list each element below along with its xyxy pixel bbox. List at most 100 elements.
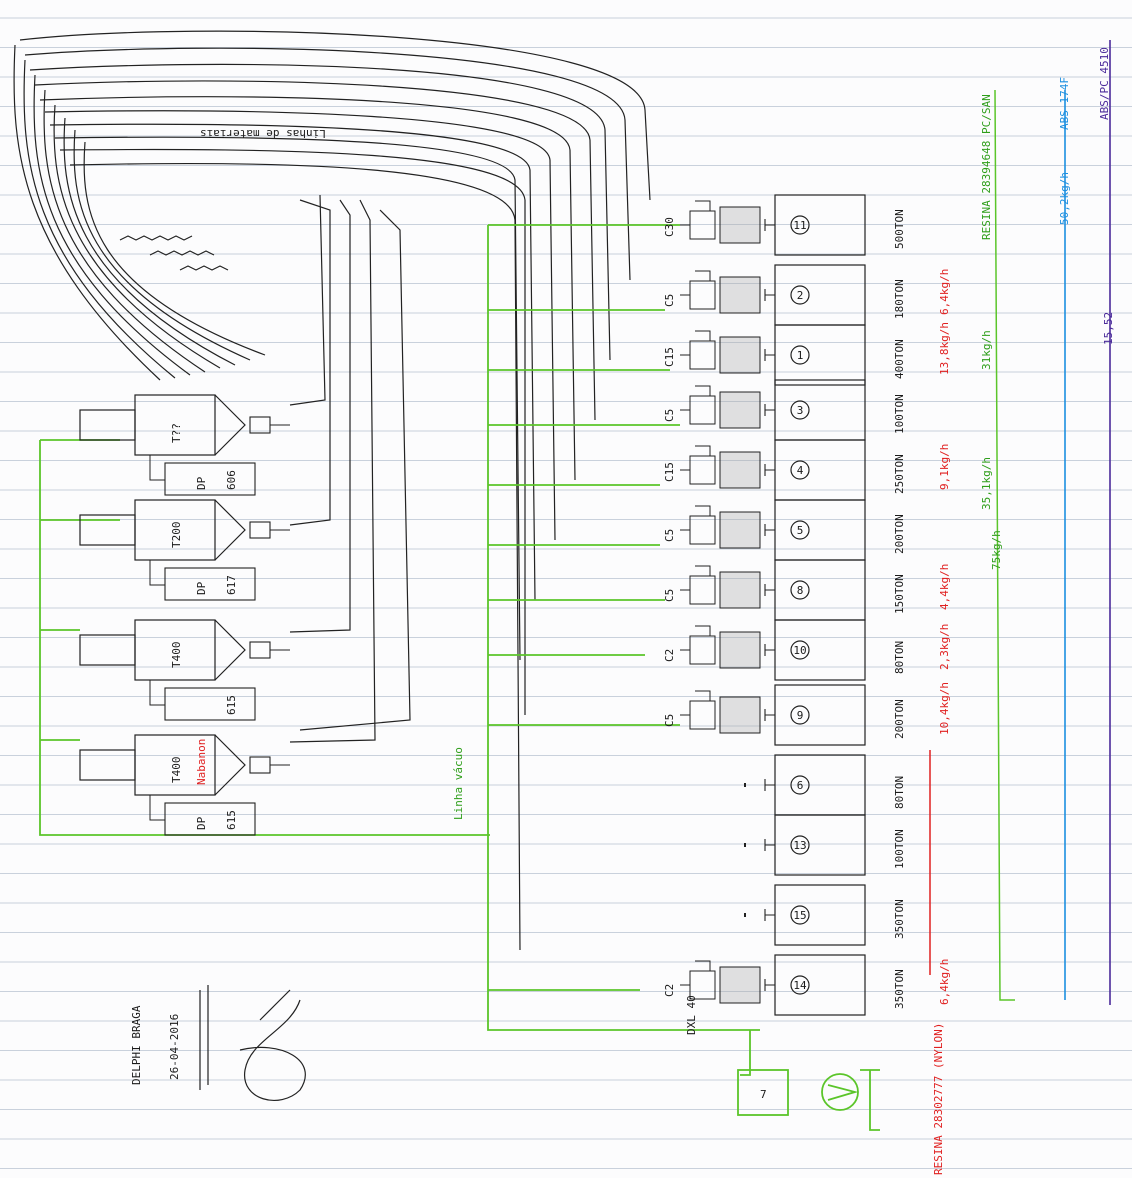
machine-rate: 9,1kg/h xyxy=(938,444,951,490)
tank-tag: T?? xyxy=(170,423,183,443)
machine-number: 9 xyxy=(797,709,804,722)
machine-tonnage: 250TON xyxy=(893,454,906,494)
feeder-label: C5 xyxy=(663,589,676,602)
machine: 9200TONC510,4kg/h xyxy=(663,682,951,745)
machine-box xyxy=(775,325,865,385)
tank-tag: T200 xyxy=(170,522,183,549)
total-green-c: 31kg/h xyxy=(980,330,993,370)
tank-cone xyxy=(215,500,245,560)
hopper-hatched xyxy=(720,632,760,668)
machine-tonnage: 500TON xyxy=(893,209,906,249)
feeder-loader xyxy=(680,331,715,369)
resin-green: RESINA 28394648 PC/SAN xyxy=(980,94,993,240)
machine-number: 5 xyxy=(797,524,804,537)
machine-box xyxy=(775,815,865,875)
machine-number: 2 xyxy=(797,289,804,302)
notebook-rules xyxy=(0,18,1132,1169)
hopper-hatched xyxy=(720,392,760,428)
machine-tonnage: 350TON xyxy=(893,899,906,939)
machine-number: 4 xyxy=(797,464,804,477)
machine-number: 1 xyxy=(797,349,804,362)
tank-cone xyxy=(215,620,245,680)
machine-tonnage: 100TON xyxy=(893,829,906,869)
machine-box xyxy=(775,685,865,745)
machine-box xyxy=(775,560,865,620)
tank-valve xyxy=(250,642,270,658)
hopper-hatched xyxy=(720,697,760,733)
machine-tonnage: 200TON xyxy=(893,514,906,554)
dryer-tank: T??DP606 xyxy=(80,395,290,495)
dryer-tank: T400615 xyxy=(80,620,290,720)
machines-group: 14350TONC26,4kg/h15350TON13100TON680TON9… xyxy=(663,195,951,1015)
feeder-label: C2 xyxy=(663,649,676,662)
dryer-unit xyxy=(165,688,255,720)
machine-box xyxy=(775,440,865,500)
machine-box xyxy=(775,500,865,560)
machine-rate: 2,3kg/h xyxy=(938,624,951,670)
feeder-loader xyxy=(680,271,715,309)
hopper-hatched xyxy=(720,967,760,1003)
dryer-unit xyxy=(165,568,255,600)
tank-valve xyxy=(250,522,270,538)
signature-mark xyxy=(200,985,305,1100)
totals-lines xyxy=(930,40,1110,1005)
dryer-label: 606 xyxy=(225,470,238,490)
machine-box xyxy=(775,265,865,325)
machine-nozzle xyxy=(765,464,775,476)
hopper-hatched xyxy=(720,572,760,608)
machine-rate: 6,4kg/h xyxy=(938,269,951,315)
machine-tonnage: 100TON xyxy=(893,394,906,434)
tank-top xyxy=(80,750,135,780)
feeder-loader xyxy=(680,626,715,664)
machine-nozzle xyxy=(765,219,775,231)
dryer-label: 615 xyxy=(225,695,238,715)
resin-red: RESINA 28302777 (NYLON) xyxy=(932,1023,945,1175)
machine-nozzle xyxy=(765,779,775,791)
machine-nozzle xyxy=(765,709,775,721)
feeder-loader xyxy=(680,201,715,239)
feeder-label: C15 xyxy=(663,347,676,367)
ms-label: DXL 40 xyxy=(685,995,698,1035)
feeder-label: C15 xyxy=(663,462,676,482)
text-layer: Linhas de materiais Linha vácuo DELPHI B… xyxy=(130,47,1115,1175)
machine: 10 80TON C2 2,3kg/h xyxy=(663,620,951,680)
machine: 13100TON xyxy=(745,815,906,875)
machine-nozzle xyxy=(765,404,775,416)
machine-rate: 6,4kg/h xyxy=(938,959,951,1005)
dryer-label: 617 xyxy=(225,575,238,595)
lines-label: Linhas de materiais xyxy=(200,127,326,140)
blue-material: ABS 174F xyxy=(1058,77,1071,130)
machine-tonnage: 80TON xyxy=(893,776,906,809)
tank-dp: DP xyxy=(195,581,208,595)
hopper-hatched xyxy=(720,277,760,313)
machine-tonnage: 80TON xyxy=(893,641,906,674)
feeder-loader xyxy=(680,566,715,604)
tank-note: Nabanon xyxy=(195,739,208,785)
feeder-label: C30 xyxy=(663,217,676,237)
machine: 1400TONC1513,8kg/h xyxy=(663,322,951,385)
machine-rate: 4,4kg/h xyxy=(938,564,951,610)
machine-number: 10 xyxy=(793,644,806,657)
material-lines xyxy=(14,31,650,950)
machine-tonnage: 200TON xyxy=(893,699,906,739)
hopper-hatched xyxy=(720,512,760,548)
machine-tonnage: 350TON xyxy=(893,969,906,1009)
tank-dp: DP xyxy=(195,816,208,830)
purple-material: ABS/PC 4510 xyxy=(1098,47,1111,120)
machine-rate: 13,8kg/h xyxy=(938,322,951,375)
dryer-label: 615 xyxy=(225,810,238,830)
feeder-label: C5 xyxy=(663,294,676,307)
machine-box xyxy=(775,620,865,680)
machine-number: 14 xyxy=(793,979,807,992)
machine-number: 11 xyxy=(793,219,806,232)
vacuum-line xyxy=(40,225,760,1075)
machine-nozzle xyxy=(765,644,775,656)
machine-nozzle xyxy=(765,839,775,851)
total-green-a: 75kg/h xyxy=(990,530,1003,570)
tank-top xyxy=(80,410,135,440)
machine-number: 3 xyxy=(797,404,804,417)
